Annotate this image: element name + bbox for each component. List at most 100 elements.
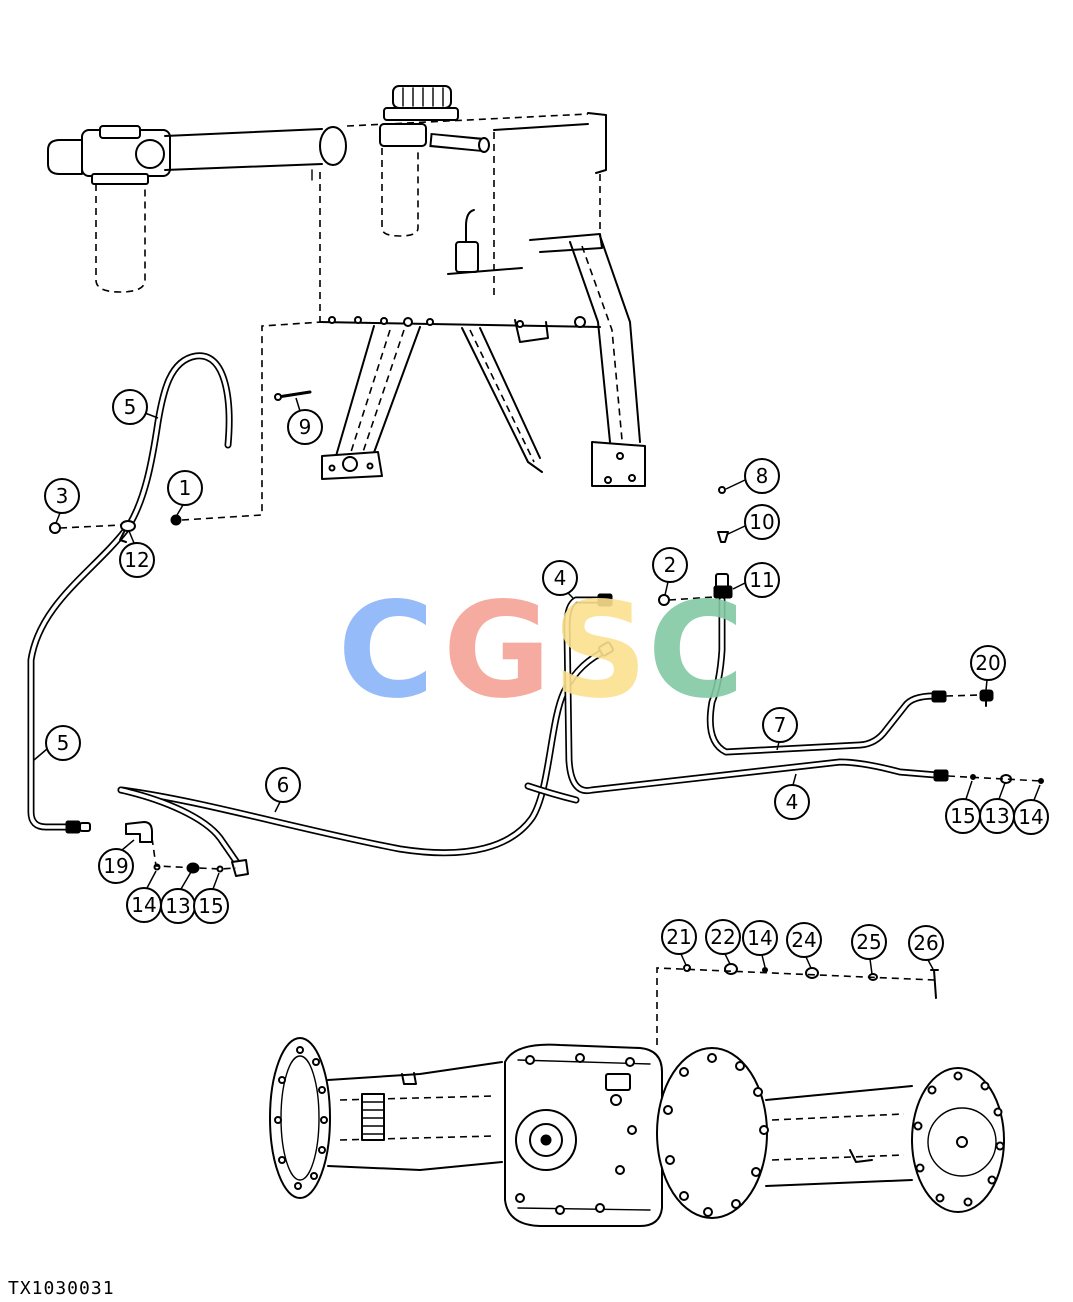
part-14-right	[1038, 778, 1044, 784]
svg-text:19: 19	[103, 854, 128, 878]
frame-right-leg	[569, 235, 641, 443]
pin-part-9	[274, 390, 312, 401]
svg-text:2: 2	[664, 553, 677, 577]
callout-5-lower: 5	[33, 725, 81, 761]
center-bolts	[515, 1053, 637, 1215]
callout-19: 19	[98, 839, 135, 884]
svg-text:14: 14	[131, 893, 156, 917]
hydraulic-tank-assembly	[47, 85, 646, 487]
svg-text:1: 1	[179, 476, 192, 500]
svg-text:24: 24	[791, 928, 816, 952]
svg-text:20: 20	[975, 651, 1000, 675]
part-14-bottom	[762, 967, 768, 973]
svg-text:25: 25	[856, 930, 881, 954]
left-elbow-fitting	[47, 139, 83, 175]
frame-middle-brace	[461, 327, 543, 473]
left-filter-neck	[91, 173, 149, 185]
svg-text:13: 13	[984, 804, 1009, 828]
svg-text:6: 6	[277, 773, 290, 797]
svg-text:13: 13	[165, 894, 190, 918]
level-sensor	[455, 241, 479, 273]
differential-cover	[656, 1047, 768, 1219]
return-filter-canister	[381, 148, 419, 237]
frame-left-leg	[335, 325, 421, 459]
callout-2: 2	[652, 547, 688, 596]
callouts: 5 9 3 1 12 8 10 2 11 4 20 7 5 6 4 15 13 …	[33, 389, 1049, 975]
callout-15-left: 15	[193, 872, 229, 924]
callout-5-upper: 5	[112, 389, 159, 425]
svg-text:10: 10	[749, 510, 774, 534]
hose-4	[563, 593, 949, 795]
svg-text:11: 11	[749, 568, 774, 592]
tank-pipe-end	[319, 126, 347, 166]
svg-text:3: 3	[56, 484, 69, 508]
fitting-part-11	[713, 573, 733, 599]
right-flange-holes	[913, 1071, 1005, 1207]
callout-12: 12	[119, 530, 155, 578]
left-axle-tube	[327, 1061, 503, 1171]
left-filter-canister	[95, 184, 146, 293]
svg-text:14: 14	[747, 926, 772, 950]
callout-4-lower: 4	[774, 773, 810, 820]
callout-6: 6	[265, 767, 301, 813]
left-filter-fitting	[99, 125, 141, 139]
callout-15-right: 15	[945, 780, 981, 834]
rear-axle-housing	[269, 1037, 1005, 1227]
svg-text:4: 4	[554, 566, 567, 590]
callout-11: 11	[732, 562, 780, 598]
left-flange-holes	[274, 1046, 328, 1190]
callout-13-right: 13	[979, 782, 1015, 834]
hose-5	[27, 352, 233, 834]
explosion-lines	[59, 321, 1042, 1045]
left-tube-ribs	[361, 1093, 385, 1141]
hose-6	[117, 641, 614, 877]
right-axle-tube	[765, 1085, 913, 1187]
svg-text:12: 12	[124, 548, 149, 572]
callout-7: 7	[762, 707, 798, 751]
svg-text:15: 15	[950, 804, 975, 828]
callout-14-right: 14	[1013, 784, 1049, 835]
watermark-letter-c: C	[338, 574, 435, 728]
part-26	[930, 969, 939, 999]
svg-text:26: 26	[913, 931, 938, 955]
cover-bolts	[663, 1053, 769, 1217]
watermark: C G S C	[338, 574, 745, 728]
part-10	[717, 531, 729, 543]
callout-24: 24	[786, 922, 822, 969]
svg-text:15: 15	[198, 894, 223, 918]
svg-text:5: 5	[57, 731, 70, 755]
callout-4-upper: 4	[542, 560, 578, 600]
part-22	[724, 963, 738, 975]
frame-bracket	[529, 233, 603, 253]
nut-part-3	[49, 522, 61, 534]
tank-pipe	[164, 128, 323, 171]
tank-outline-right	[587, 112, 607, 174]
callout-1: 1	[167, 470, 203, 516]
watermark-letter-s: S	[552, 574, 647, 728]
hardware	[49, 486, 1044, 999]
svg-text:7: 7	[774, 713, 787, 737]
level-sensor-wire	[465, 209, 475, 243]
tank-outline-bottom	[319, 321, 601, 328]
callout-14-bottom: 14	[742, 920, 778, 968]
part-8	[718, 486, 726, 494]
callout-22: 22	[705, 919, 741, 965]
hose-7	[706, 596, 947, 756]
clamp-part-12	[119, 520, 136, 543]
callout-9: 9	[287, 397, 323, 445]
fitting-part-20	[979, 689, 994, 707]
frame-right-foot	[591, 441, 646, 487]
nut-part-1	[170, 514, 182, 526]
svg-text:5: 5	[124, 395, 137, 419]
callout-26: 26	[908, 925, 944, 970]
callout-8: 8	[725, 458, 780, 494]
callout-20: 20	[970, 645, 1006, 691]
svg-text:9: 9	[299, 415, 312, 439]
svg-text:14: 14	[1018, 805, 1043, 829]
callout-13-left: 13	[160, 871, 196, 924]
svg-text:22: 22	[710, 925, 735, 949]
filler-neck	[383, 107, 459, 121]
tank-bottom-bolts	[328, 316, 586, 328]
left-filter-port	[135, 139, 165, 169]
callout-10: 10	[727, 504, 780, 540]
